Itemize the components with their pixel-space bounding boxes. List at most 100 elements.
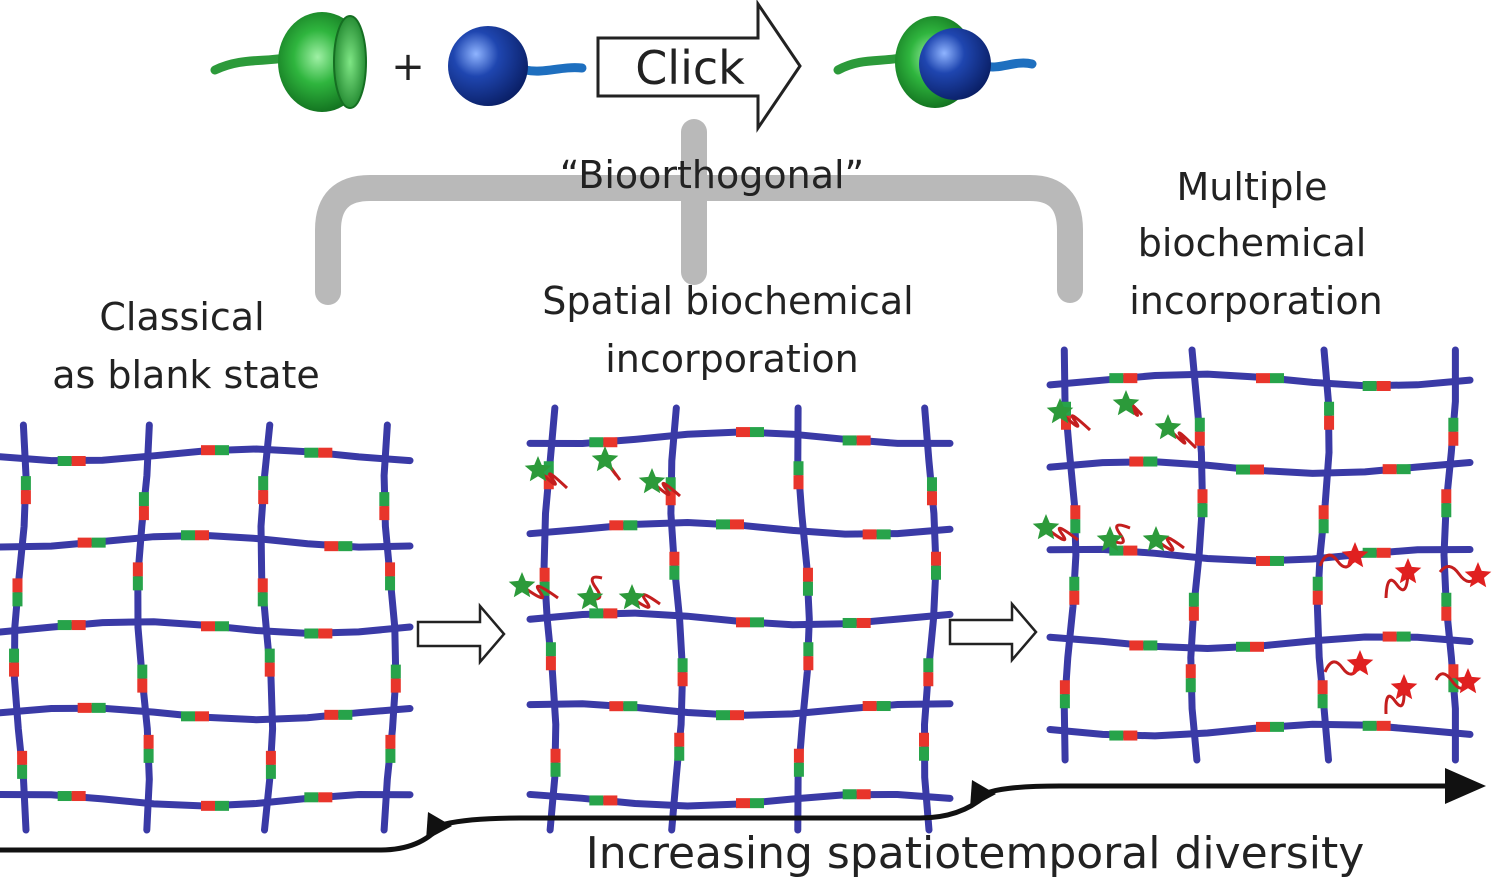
crosslink-site [1324,401,1335,416]
crosslink-site [665,491,676,506]
crosslink-site [543,461,554,476]
crosslink-site [730,710,744,721]
crosslink-site [750,798,764,809]
crosslink-site [609,701,624,712]
crosslink-site [1185,678,1196,693]
crosslink-site [856,789,871,800]
diversity-axis-label: Increasing spatiotemporal diversity [586,828,1364,879]
crosslink-site [1256,721,1270,732]
green-ligand-star [618,584,646,610]
network-classical [0,421,414,834]
crosslink-site [550,748,561,763]
crosslink-site [215,800,229,811]
crosslink-site [674,732,685,747]
ligand-linker [631,593,661,609]
crosslink-site [20,476,31,491]
ligand-linker [1384,687,1406,715]
crosslink-site [264,648,275,663]
crosslink-site [385,576,396,591]
crosslink-site [793,475,804,490]
crosslink-site [1376,547,1391,558]
crosslink-site [12,578,23,593]
crosslink-site [390,664,401,679]
green-ligand-star [638,468,666,494]
bioorthogonal-label: “Bioorthogonal” [560,153,864,197]
crosslink-site [862,529,877,540]
crosslink-site [1441,606,1452,621]
crosslink-site [318,628,333,639]
plus-sign: + [391,44,425,90]
crosslink-site [137,678,148,693]
crosslink-site [1441,592,1452,607]
crosslink-site [1194,417,1205,432]
crosslink-site [1188,592,1199,607]
crosslink-site [1197,503,1208,518]
crosslink-site [1236,641,1250,652]
network-multiple [1032,346,1492,764]
crosslink-site [669,551,680,566]
host-guest-complex-icon [833,16,1037,108]
crosslink-site [926,477,937,492]
stage3-title-line1: Multiple [1177,165,1328,209]
stage1-title-line2: as blank state [52,353,320,397]
crosslink-site [1256,373,1270,384]
crosslink-site [91,537,106,548]
crosslink-site [543,475,554,490]
crosslink-site [1362,380,1377,391]
crosslink-site [265,750,276,765]
crosslink-site [1382,631,1397,642]
ligand-linker [1109,523,1131,545]
crosslink-site [385,562,396,577]
crosslink-site [385,734,396,749]
crosslink-site [17,750,28,765]
crosslink-site [1123,730,1138,741]
crosslink-site [1312,576,1323,591]
crosslink-site [9,662,20,677]
crosslink-site [1197,489,1208,504]
crosslink-site [324,709,339,720]
crosslink-site [1059,694,1070,709]
polymer-strand-v [667,404,687,834]
crosslink-site [379,506,390,521]
crosslink-site [1143,640,1158,651]
crosslink-site [1236,464,1250,475]
crosslink-site [1070,505,1081,520]
crosslink-site [390,678,401,693]
green-ligand-star [508,572,536,598]
ligand-linker [651,480,681,498]
axis-arrowhead [1445,768,1486,804]
crosslink-site [589,795,604,806]
crosslink-site [57,620,72,631]
crosslink-site [1318,505,1329,520]
crosslink-site [1317,694,1328,709]
crosslink-site [17,764,28,779]
crosslink-site [338,709,353,720]
crosslink-site [138,492,149,507]
green-ligand-star [1154,414,1182,440]
crosslink-site [1143,456,1158,467]
crosslink-site [802,581,813,596]
crosslink-site [257,592,268,607]
crosslink-site [1194,431,1205,446]
green-ligand-star [1096,526,1124,552]
green-ligand-star [1142,526,1170,552]
crosslink-site [181,711,195,722]
crosslink-site [379,492,390,507]
crosslink-site [802,567,813,582]
crosslink-site [258,476,269,491]
crosslink-site [1129,640,1144,651]
crosslink-site [736,798,750,809]
crosslink-site [77,537,92,548]
crosslink-site [1318,519,1329,534]
crosslink-site [677,658,688,673]
crosslink-site [338,541,353,552]
network-spatial [508,404,954,834]
crosslink-site [1069,590,1080,605]
crosslink-site [876,529,891,540]
crosslink-site [57,455,72,466]
crosslink-site [876,701,891,712]
crosslink-site [716,519,730,530]
diversity-axis: Increasing spatiotemporal diversity [0,768,1486,879]
crosslink-site [258,490,269,505]
